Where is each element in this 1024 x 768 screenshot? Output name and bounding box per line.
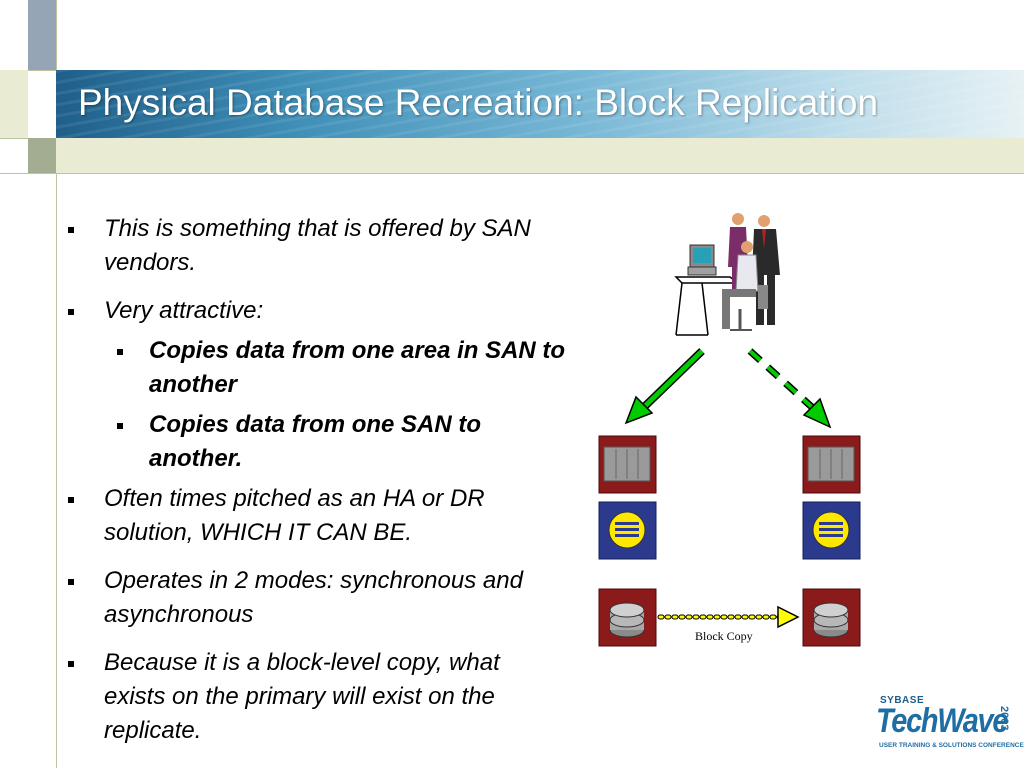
bullet-marker	[68, 309, 74, 315]
bullet-text: Because it is a block-level copy, what e…	[104, 649, 500, 744]
sub-bullet-text: Copies data from one SAN to another.	[149, 411, 482, 472]
bullet-text: Operates in 2 modes: synchronous and asy…	[104, 567, 523, 628]
replica-storage-icon	[802, 435, 861, 494]
primary-disk-icon	[598, 588, 657, 647]
logo-brand: SYBASE	[880, 695, 925, 706]
async-copy-arrow	[747, 348, 832, 429]
primary-server-icon	[598, 501, 657, 560]
bullet-marker	[68, 661, 74, 667]
bullet-marker	[117, 349, 123, 355]
vertical-guide-line	[56, 0, 57, 768]
bullet-list: This is something that is offered by SAN…	[66, 212, 566, 762]
bullet-item: Very attractive:	[66, 294, 566, 328]
bullet-item: Because it is a block-level copy, what e…	[66, 646, 566, 748]
bullet-text: This is something that is offered by SAN…	[104, 215, 531, 276]
title-banner	[56, 70, 1024, 138]
block-copy-arrow	[657, 605, 800, 629]
horizontal-guide-line-bottom	[0, 173, 1024, 174]
logo-year: 2003	[998, 706, 1010, 731]
bullet-marker	[68, 497, 74, 503]
office-workers-icon	[674, 213, 780, 336]
sync-copy-arrow	[624, 348, 705, 425]
sub-bullet-item: Copies data from one SAN to another.	[66, 408, 566, 476]
replica-server-icon	[802, 501, 861, 560]
sub-bullet-item: Copies data from one area in SAN to anot…	[66, 334, 566, 402]
replica-disk-icon	[802, 588, 861, 647]
bullet-marker	[68, 227, 74, 233]
slide-title: Physical Database Recreation: Block Repl…	[78, 82, 879, 123]
bullet-text: Very attractive:	[104, 297, 264, 324]
decor-square-olive	[28, 138, 56, 173]
bullet-marker	[117, 423, 123, 429]
logo-name: TechWave	[876, 702, 1008, 740]
decor-square-cream	[0, 70, 28, 138]
sub-bullet-text: Copies data from one area in SAN to anot…	[149, 337, 566, 398]
logo-tagline: USER TRAINING & SOLUTIONS CONFERENCE	[879, 742, 1024, 749]
primary-storage-icon	[598, 435, 657, 494]
replication-diagram	[598, 213, 861, 647]
title-underbar	[56, 138, 1024, 173]
decor-square-slate	[28, 0, 56, 70]
bullet-item: Operates in 2 modes: synchronous and asy…	[66, 564, 566, 632]
bullet-item: Often times pitched as an HA or DR solut…	[66, 482, 566, 550]
bullet-marker	[68, 579, 74, 585]
bullet-item: This is something that is offered by SAN…	[66, 212, 566, 280]
block-copy-caption: Block Copy	[695, 629, 753, 643]
bullet-text: Often times pitched as an HA or DR solut…	[104, 485, 485, 546]
